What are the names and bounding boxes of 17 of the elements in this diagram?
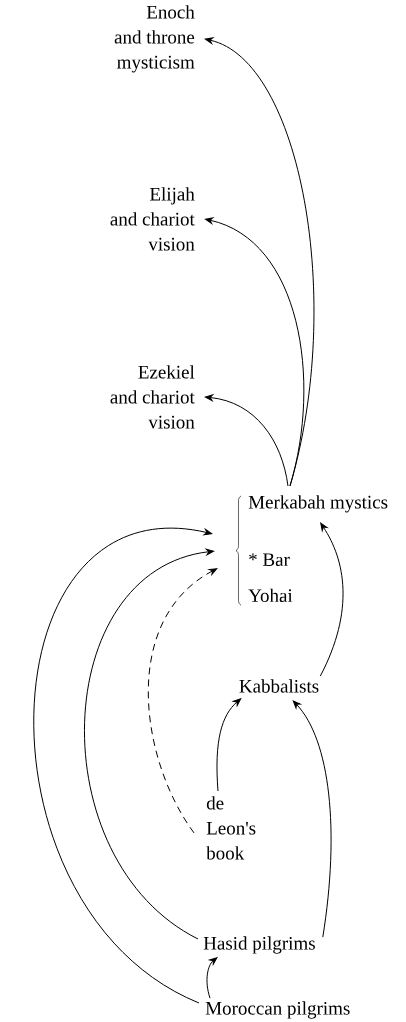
dashed-arrow [147, 568, 218, 834]
concept-label: Enoch and throne mysticism [114, 5, 195, 73]
concept-label: Kabbalists [239, 679, 319, 693]
concept-label: Elijah and chariot vision [110, 187, 195, 251]
concept-label: Hasid pilgrims [203, 936, 315, 954]
concept-label: Moroccan pilgrims [205, 1001, 350, 1019]
arrow [216, 698, 242, 792]
arrow [206, 957, 218, 999]
arrow [33, 528, 213, 1004]
arrow [292, 700, 332, 938]
braced-group: Merkabah mystics * Bar Yohai [235, 495, 388, 606]
concept-label: Ezekiel and chariot vision [110, 365, 195, 429]
arrow [84, 548, 215, 940]
arrow [319, 522, 344, 677]
arrow [204, 394, 289, 487]
concept-label: de Leon's book [206, 796, 256, 860]
arrow [204, 217, 305, 487]
